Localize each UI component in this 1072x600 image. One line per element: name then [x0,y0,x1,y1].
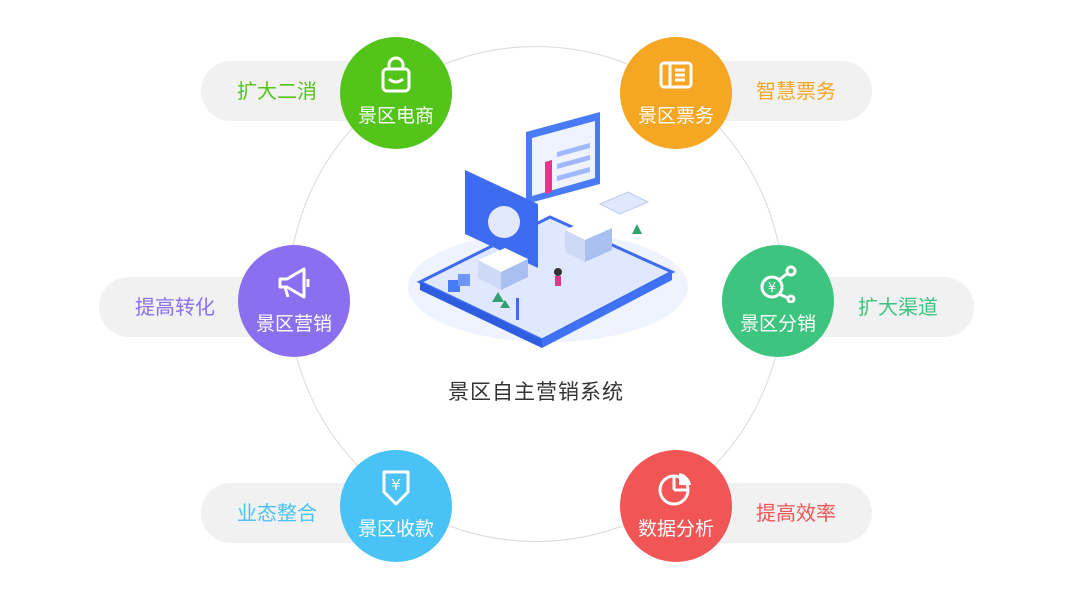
platform-illustration [408,112,688,348]
svg-text:¥: ¥ [391,476,401,494]
node-ecommerce[interactable]: 景区电商 [340,37,452,149]
node-label: 景区电商 [357,105,434,127]
share-yuan-icon: ¥ [760,265,797,303]
node-label: 景区票务 [637,105,714,127]
center-title: 景区自主营销系统 [448,380,624,404]
ticket-icon [659,61,693,89]
megaphone-icon [278,267,310,299]
node-payment[interactable]: ¥ 景区收款 [340,450,452,562]
node-label: 景区收款 [357,518,434,540]
yuan-download-icon: ¥ [382,470,410,506]
node-label: 数据分析 [637,518,714,540]
node-label: 景区分销 [739,313,816,335]
node-marketing[interactable]: 景区营销 [238,245,350,357]
node-ticketing[interactable]: 景区票务 [620,37,732,149]
pie-chart-icon [658,473,691,506]
svg-text:¥: ¥ [768,281,776,296]
shopping-bag-icon [381,56,411,93]
node-analytics[interactable]: 数据分析 [620,450,732,562]
node-distribution[interactable]: ¥ 景区分销 [722,245,834,357]
node-label: 景区营销 [255,313,332,335]
